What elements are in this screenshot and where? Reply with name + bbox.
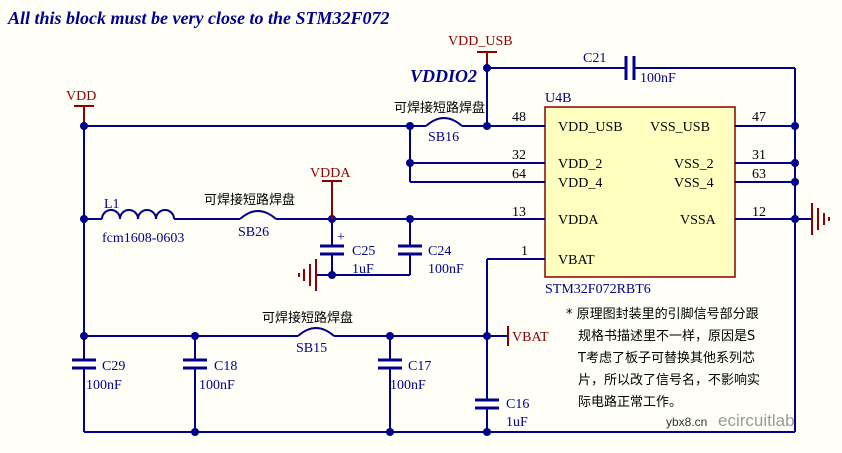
junction [406, 122, 414, 130]
c17-ref: C17 [408, 359, 431, 374]
c24-value: 100nF [428, 262, 464, 277]
pin-63-name: VSS_4 [674, 176, 714, 191]
note-line-5: 际电路正常工作。 [578, 394, 682, 410]
c21-value: 100nF [640, 71, 676, 86]
pin-31-num: 31 [752, 148, 766, 163]
c17-value: 100nF [390, 378, 426, 393]
net-vddio2: VDDIO2 [410, 66, 477, 86]
junction [791, 178, 799, 186]
note-line-3: T考虑了板子可替换其他系列芯 [577, 351, 755, 366]
chip-body [544, 106, 736, 278]
note-line-1: * 原理图封装里的引脚信号部分跟 [566, 306, 759, 322]
sb15-ref: SB15 [296, 341, 327, 356]
chip-ref: U4B [545, 91, 571, 106]
pin-12-num: 12 [752, 205, 766, 220]
pin-63-num: 63 [752, 167, 766, 182]
junction [483, 332, 491, 340]
pin-64-name: VDD_4 [558, 176, 602, 191]
pin-48-num: 48 [512, 110, 526, 125]
note-bg [560, 300, 790, 428]
l1-coil [101, 209, 175, 220]
ground-symbol-left [298, 259, 317, 291]
junction [191, 428, 199, 436]
net-vbat: VBAT [512, 330, 549, 345]
l1-ref: L1 [104, 197, 120, 212]
c25-polarity: + [337, 230, 345, 245]
pin-31-name: VSS_2 [674, 157, 714, 172]
c25-ref: C25 [352, 244, 375, 259]
c29-value: 100nF [86, 378, 122, 393]
pin-47-num: 47 [752, 110, 766, 125]
junction [386, 428, 394, 436]
junction [406, 159, 414, 167]
junction [483, 428, 491, 436]
net-vdd: VDD [66, 89, 96, 104]
watermark-right: ecircuitlab [718, 411, 795, 430]
junction [328, 271, 336, 279]
sb16-arc [425, 117, 463, 127]
pin-32-num: 32 [512, 148, 526, 163]
junction [791, 215, 799, 223]
junction [791, 122, 799, 130]
net-vdda: VDDA [310, 166, 351, 181]
pin-64-num: 64 [512, 167, 526, 182]
c21-ref: C21 [583, 51, 606, 66]
heading: All this block must be very close to the… [7, 8, 390, 28]
c25-value: 1uF [352, 262, 374, 277]
c16-ref: C16 [506, 397, 529, 412]
junction [791, 159, 799, 167]
c16-value: 1uF [506, 415, 528, 430]
note-line-2: 规格书描述里不一样，原因是S [578, 328, 755, 344]
pin-32-name: VDD_2 [558, 157, 602, 172]
watermark-left: ybx8.cn [666, 415, 707, 429]
pin-13-num: 13 [512, 205, 526, 220]
c18-value: 100nF [199, 378, 235, 393]
pin-1-name: VBAT [558, 253, 595, 268]
pin-48-name: VDD_USB [558, 120, 623, 135]
sb16-label: 可焊接短路焊盘 [394, 100, 485, 116]
sb26-label: 可焊接短路焊盘 [204, 192, 295, 208]
c18-ref: C18 [214, 359, 237, 374]
c24-ref: C24 [428, 244, 451, 259]
l1-value: fcm1608-0603 [102, 231, 184, 246]
sb26-arc [239, 210, 277, 220]
chip-part: STM32F072RBT6 [545, 282, 651, 297]
pin-13-name: VDDA [558, 213, 599, 228]
sb16-ref: SB16 [428, 130, 459, 145]
junction [80, 215, 88, 223]
pin-12-name: VSSA [680, 213, 717, 228]
sb15-label: 可焊接短路焊盘 [262, 310, 353, 326]
note-line-4: 片，所以改了信号名，不影响实 [578, 372, 760, 388]
pin-1-num: 1 [521, 244, 528, 259]
junction [80, 332, 88, 340]
c29-ref: C29 [102, 359, 125, 374]
ground-symbol-right [811, 203, 830, 235]
sb15-arc [297, 327, 335, 337]
net-vdd-usb: VDD_USB [448, 34, 513, 49]
pin-47-name: VSS_USB [650, 120, 710, 135]
junction [483, 64, 491, 72]
sb26-ref: SB26 [238, 225, 269, 240]
